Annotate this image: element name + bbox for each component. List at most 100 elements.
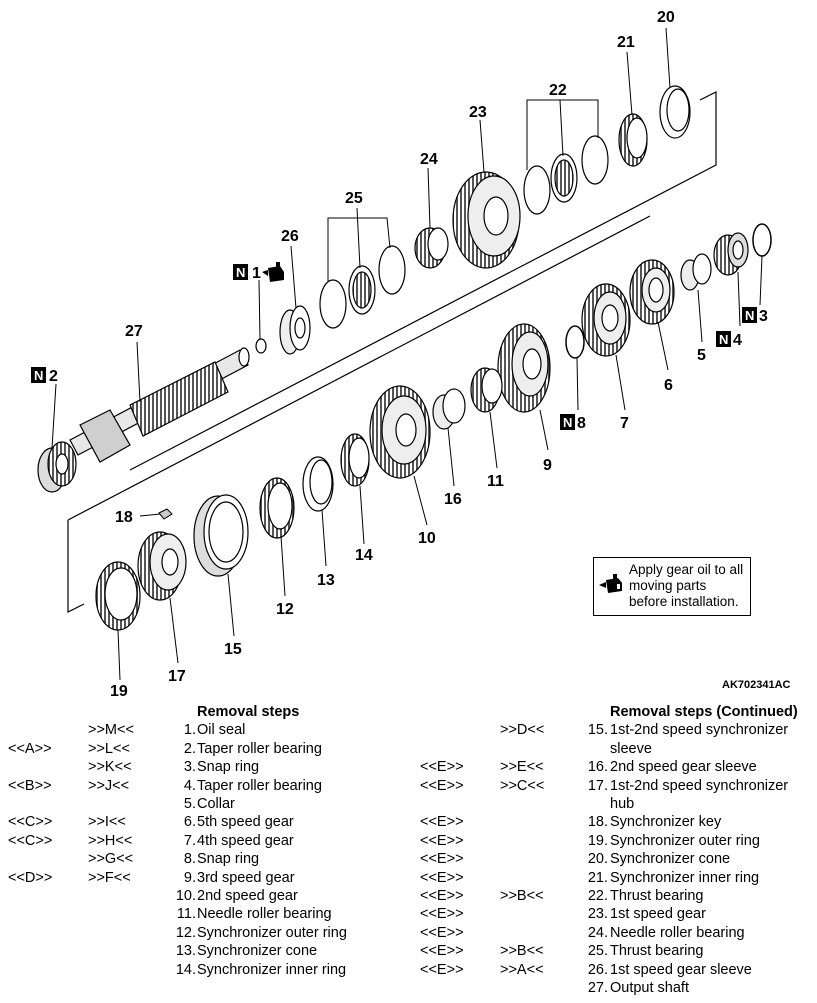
table-row: 10.2nd speed gear (8, 887, 398, 905)
callout-labels: 1 2 3 4 5 6 7 8 9 10 11 12 13 14 15 16 1… (49, 9, 768, 700)
callout-4: 4 (733, 332, 742, 349)
step-name: Synchronizer inner ring (610, 869, 760, 886)
n-badge-4: N (716, 331, 731, 347)
step-name: 5th speed gear (197, 814, 294, 831)
step-name: Collar (197, 796, 235, 813)
table-row: 11.Needle roller bearing (8, 905, 398, 923)
leader-lines (51, 27, 763, 681)
step-name: Thrust bearing (610, 888, 704, 905)
table-row: <<E>>23.1st speed gear (420, 905, 815, 923)
table-row: <<E>>>>B<<22.Thrust bearing (420, 887, 815, 905)
svg-text:N: N (34, 368, 43, 383)
step-number: 14. (175, 961, 196, 978)
step-name: Needle roller bearing (197, 906, 332, 923)
table-row: <<E>>20.Synchronizer cone (420, 850, 815, 868)
callout-25: 25 (345, 190, 363, 207)
step-name: Needle roller bearing (610, 924, 745, 941)
figure-code: AK702341AC (722, 679, 791, 691)
table-row: 5.Collar (8, 795, 398, 813)
callout-7: 7 (620, 415, 629, 432)
step-number: 15. (587, 722, 608, 739)
synchronizer-outer-ring-19-part (95, 561, 141, 631)
step-name: Snap ring (197, 851, 260, 868)
reassembly-code: <<E>> (420, 961, 464, 978)
callout-1: 1 (252, 265, 261, 282)
callout-27: 27 (125, 323, 143, 340)
reassembly-code: <<C>> (8, 832, 53, 849)
removal-code: >>I<< (88, 814, 126, 831)
step-name: Oil seal (197, 722, 246, 739)
table-row: >>D<<15.1st-2nd speed synchronizer sleev… (420, 721, 815, 758)
table-row: <<C>>>>H<<7.4th speed gear (8, 832, 398, 850)
step-number: 6. (183, 814, 196, 831)
removal-code: >>A<< (500, 961, 544, 978)
callout-10: 10 (418, 530, 436, 547)
removal-code: >>K<< (88, 759, 132, 776)
callout-14: 14 (355, 547, 373, 564)
first-speed-gear-sleeve-part (279, 305, 311, 355)
snap-ring-3-part (752, 223, 772, 257)
needle-roller-bearing-24-part (414, 227, 449, 269)
callout-21: 21 (617, 34, 635, 51)
table-heading: Removal steps (197, 704, 300, 720)
svg-text:N: N (563, 415, 572, 430)
n-badge-8: N (560, 414, 575, 430)
step-name: Thrust bearing (610, 943, 704, 960)
table-row: <<E>>>>C<<17.1st-2nd speed synchronizer … (420, 777, 815, 814)
callout-9: 9 (543, 457, 552, 474)
step-number: 3. (183, 759, 196, 776)
oil-seal-part (255, 338, 267, 354)
reassembly-code: <<E>> (420, 832, 464, 849)
step-number: 20. (587, 851, 608, 868)
table-row: <<E>>21.Synchronizer inner ring (420, 869, 815, 887)
synchronizer-inner-ring-14-part (340, 433, 370, 487)
step-number: 19. (587, 832, 608, 849)
table-row: 14.Synchronizer inner ring (8, 961, 398, 979)
step-number: 5. (183, 796, 196, 813)
callout-2: 2 (49, 368, 58, 385)
reassembly-code: <<E>> (420, 924, 464, 941)
assembly-bracket-lower (67, 215, 651, 613)
step-number: 24. (587, 924, 608, 941)
reassembly-code: <<E>> (420, 814, 464, 831)
callout-6: 6 (664, 377, 673, 394)
step-number: 17. (587, 777, 608, 794)
step-name: Synchronizer inner ring (197, 961, 347, 978)
note-text: Apply gear oil to all moving parts befor… (629, 562, 744, 609)
step-number: 2. (183, 740, 196, 757)
third-speed-gear-part (497, 323, 551, 413)
step-name: 3rd speed gear (197, 869, 295, 886)
n-badge-1: N (233, 264, 248, 280)
table-row: <<E>>18.Synchronizer key (420, 813, 815, 831)
table-row: <<E>> 24.Needle roller bearing (420, 924, 815, 942)
callout-16: 16 (444, 491, 462, 508)
synchronizer-key-part (158, 508, 173, 520)
callout-20: 20 (657, 9, 675, 26)
svg-text:N: N (236, 265, 245, 280)
step-name: Synchronizer outer ring (610, 832, 760, 849)
table-row: <<E>>>>E<<16.2nd speed gear sleeve (420, 758, 815, 776)
needle-roller-bearing-11-part (470, 367, 503, 413)
removal-code: >>D<< (500, 722, 545, 739)
step-number: 11. (176, 906, 196, 923)
reassembly-code: <<B>> (8, 777, 52, 794)
removal-code: >>M<< (88, 722, 134, 739)
step-number: 22. (587, 888, 608, 905)
step-number: 26. (587, 961, 608, 978)
step-number: 7. (183, 832, 196, 849)
step-number: 18. (587, 814, 608, 831)
table-row: <<A>>>>L<<2.Taper roller bearing (8, 740, 398, 758)
table-row: <<E>>>>B<<25.Thrust bearing (420, 942, 815, 960)
table-row: 12.Synchronizer outer ring (8, 924, 398, 942)
second-speed-gear-part (369, 385, 431, 479)
gear-oil-note: Apply gear oil to all moving parts befor… (593, 557, 751, 616)
step-name: 1st speed gear (610, 906, 706, 923)
step-name: 1st-2nd speed synchronizer hub (610, 777, 789, 813)
reassembly-code: <<E>> (420, 759, 464, 776)
reassembly-code: <<E>> (420, 906, 464, 923)
table-row: <<D>>>>F<<9.3rd speed gear (8, 869, 398, 887)
step-number: 27. (587, 980, 608, 997)
svg-text:N: N (719, 332, 728, 347)
table-row: <<C>>>>I<<6.5th speed gear (8, 813, 398, 831)
reassembly-code: <<E>> (420, 869, 464, 886)
